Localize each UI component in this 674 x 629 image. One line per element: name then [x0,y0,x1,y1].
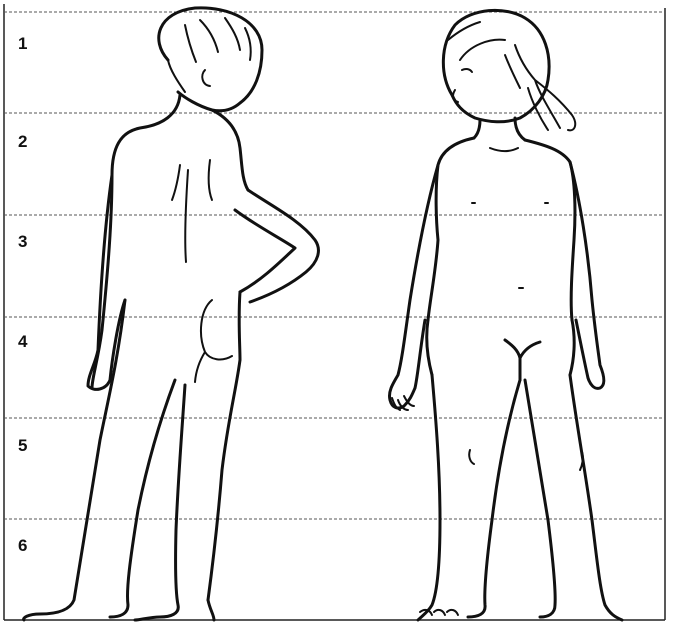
boy-buttocks [195,300,232,382]
height-label-4: 4 [18,332,27,352]
height-label-5: 5 [18,436,27,456]
boy-figure-back-view [24,8,319,620]
girl-right-leg [570,375,622,620]
boy-hip-right [208,292,240,600]
boy-spine [185,170,188,262]
girl-collarbone [490,148,518,151]
girl-left-knee [469,450,474,464]
boy-right-foot [208,600,214,620]
boy-right-shoulder [212,110,248,190]
girl-inner-left-leg [468,380,520,617]
height-label-6: 6 [18,536,27,556]
boy-left-leg [24,300,125,620]
height-label-1: 1 [18,34,27,54]
girl-hips [427,320,574,375]
girl-groin [505,340,540,380]
girl-eye [462,69,472,72]
height-label-2: 2 [18,132,27,152]
boy-ear [202,70,210,86]
girl-torso-right [525,140,575,320]
boy-head [159,8,262,111]
girl-torso-left [428,138,474,320]
girl-inner-right-leg [525,380,555,617]
girl-figure-front-view [389,10,622,620]
boy-inner-left-leg [110,380,175,617]
girl-nose [453,90,458,102]
boy-shoulder-blade [172,160,212,200]
boy-hair [168,18,251,92]
girl-left-leg [418,375,440,620]
boy-right-arm [235,190,318,302]
height-label-3: 3 [18,232,27,252]
